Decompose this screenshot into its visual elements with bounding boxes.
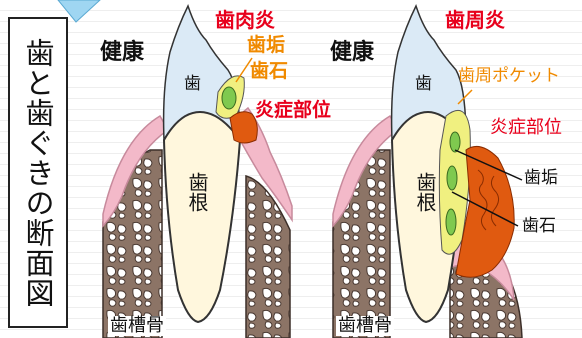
left-root-label: 歯根	[187, 172, 207, 212]
left-disease-label: 歯肉炎	[215, 10, 275, 30]
left-tooth-root	[164, 112, 240, 322]
right-crown-label: 歯	[415, 76, 432, 93]
left-calculus	[222, 87, 236, 109]
right-status-label: 健康	[330, 42, 374, 64]
right-pocket-label: 歯周ポケット	[458, 68, 560, 85]
right-bone-label: 歯槽骨	[336, 316, 394, 336]
right-bone-left	[333, 150, 390, 338]
left-status-label: 健康	[100, 42, 144, 64]
left-inflamed-label: 炎症部位	[255, 101, 331, 120]
right-calculus-2	[447, 166, 457, 190]
right-calculus-1	[450, 132, 460, 152]
left-bone-left	[103, 150, 162, 338]
left-crown-label: 歯	[184, 76, 201, 93]
right-calculus-label: 歯石	[522, 218, 556, 235]
left-plaque-label: 歯垢	[247, 36, 285, 55]
arrow-decoration-top	[58, 0, 100, 22]
left-bone-label: 歯槽骨	[108, 316, 166, 336]
left-calculus-label: 歯石	[250, 62, 288, 81]
right-disease-label: 歯周炎	[445, 10, 505, 30]
right-plaque-label: 歯垢	[524, 170, 558, 187]
right-calculus-3	[446, 209, 456, 235]
left-inflamed-area	[230, 112, 257, 143]
right-inflamed-label: 炎症部位	[490, 119, 562, 137]
right-root-label: 歯根	[415, 172, 435, 212]
